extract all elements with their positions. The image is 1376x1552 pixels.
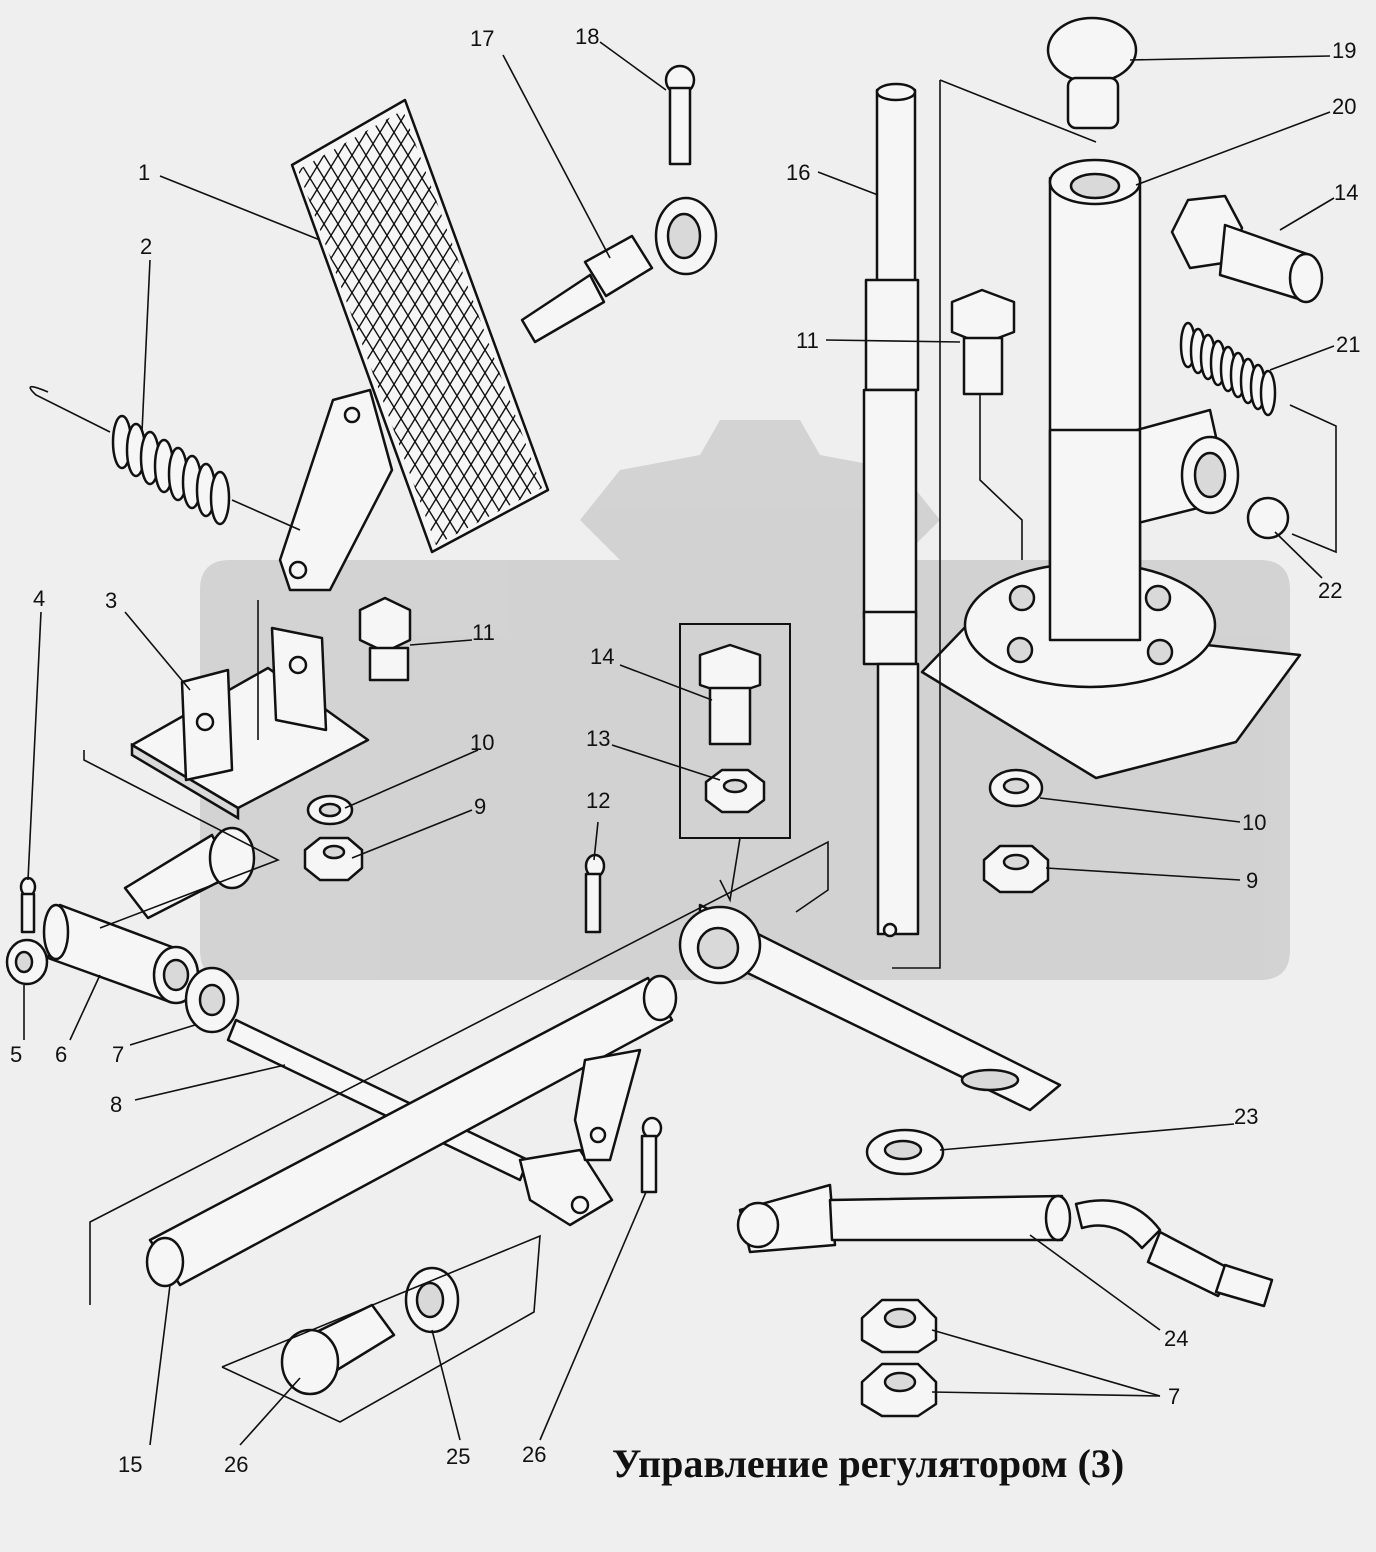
nut-part-7-right-upper (860, 1298, 938, 1354)
callout-9-left: 9 (474, 794, 486, 819)
callout-26-left: 26 (224, 1452, 248, 1477)
washer-part-23 (865, 1128, 945, 1176)
callout-20: 20 (1332, 94, 1356, 119)
ball-part-22 (1246, 496, 1290, 540)
callout-labels: 1 2 3 4 5 6 7 7 8 9 9 10 10 11 11 12 13 … (10, 24, 1360, 1477)
callout-11-left: 11 (472, 620, 495, 645)
callout-7-left: 7 (112, 1042, 124, 1067)
callout-22: 22 (1318, 578, 1342, 603)
callout-6: 6 (55, 1042, 67, 1067)
cotter-pin-part-26 (640, 1116, 663, 1194)
pedal-hatch (298, 110, 542, 545)
spring-part-2 (29, 385, 301, 531)
hatch-line (298, 110, 329, 545)
base-plate (920, 428, 1302, 780)
callout-24: 24 (1164, 1326, 1188, 1351)
hatch-line (298, 110, 315, 545)
hatch-line (298, 110, 385, 545)
hatch-line (298, 110, 357, 545)
callout-3: 3 (105, 588, 117, 613)
assembly-lines (83, 79, 1337, 1423)
callout-4: 4 (33, 586, 45, 611)
threaded-rod-part-16 (862, 82, 920, 938)
hatch-line (389, 110, 542, 545)
stud-part (123, 826, 256, 920)
callout-8: 8 (110, 1092, 122, 1117)
callout-25: 25 (446, 1444, 470, 1469)
nut-part-9-right (982, 844, 1050, 894)
callout-14-center: 14 (590, 644, 614, 669)
callout-11-right: 11 (796, 328, 819, 353)
callout-10-left: 10 (470, 730, 494, 755)
hatch-line (298, 110, 371, 545)
ring-part-25 (404, 1266, 460, 1334)
callout-26-right: 26 (522, 1442, 546, 1467)
callout-19: 19 (1332, 38, 1356, 63)
pedal-part-1 (278, 98, 550, 592)
spring-part-21 (1179, 321, 1277, 417)
shaft-part-15 (145, 974, 678, 1288)
callout-17: 17 (470, 26, 494, 51)
spring-coil (209, 470, 231, 526)
callout-9-right: 9 (1246, 868, 1258, 893)
callout-23: 23 (1234, 1104, 1258, 1129)
cotter-pin-part-18 (664, 64, 696, 166)
bolt-part-11-right (950, 288, 1016, 396)
bolt-part-11-left (358, 596, 412, 682)
callout-15: 15 (118, 1452, 142, 1477)
callout-10-right: 10 (1242, 810, 1266, 835)
bracket-part-3 (130, 626, 370, 821)
callout-2: 2 (140, 234, 152, 259)
callout-12: 12 (586, 788, 610, 813)
link-rod-part-24 (736, 1183, 1274, 1308)
diagram-caption: Управление регулятором (3) (612, 1441, 1125, 1486)
hatch-line (298, 110, 413, 545)
bolt-part-14-right (1170, 194, 1324, 304)
washer-part-10-left (306, 794, 354, 826)
nut-part-7-right-lower (860, 1362, 938, 1418)
callout-7-right: 7 (1168, 1384, 1180, 1409)
leader-lines (23, 41, 1335, 1446)
pin-part-17 (520, 196, 718, 344)
callout-14-right: 14 (1334, 180, 1358, 205)
washer-part-5 (5, 938, 49, 986)
rod-part-8 (226, 1018, 614, 1227)
callout-16: 16 (786, 160, 810, 185)
knob-part-19 (1046, 16, 1138, 130)
callout-13: 13 (586, 726, 610, 751)
hatch-line (298, 110, 455, 545)
hatch-line (298, 110, 427, 545)
callout-18: 18 (575, 24, 599, 49)
hatch-line (298, 110, 329, 545)
lever-arm (678, 903, 1062, 1112)
hatch-line (403, 110, 542, 545)
hatch-line (298, 110, 399, 545)
nut-part-9-left (303, 836, 364, 882)
cotter-pin-part-4 (19, 876, 37, 934)
hatch-line (298, 110, 441, 545)
hatch-line (298, 110, 315, 545)
bolt-box (679, 623, 791, 839)
callout-1: 1 (138, 160, 150, 185)
pin-part-26 (280, 1303, 396, 1396)
callout-5: 5 (10, 1042, 22, 1067)
nut-part-7-left (184, 966, 240, 1034)
washer-part-10-right (988, 768, 1044, 808)
spring-coil (1259, 369, 1277, 417)
callout-21: 21 (1336, 332, 1360, 357)
